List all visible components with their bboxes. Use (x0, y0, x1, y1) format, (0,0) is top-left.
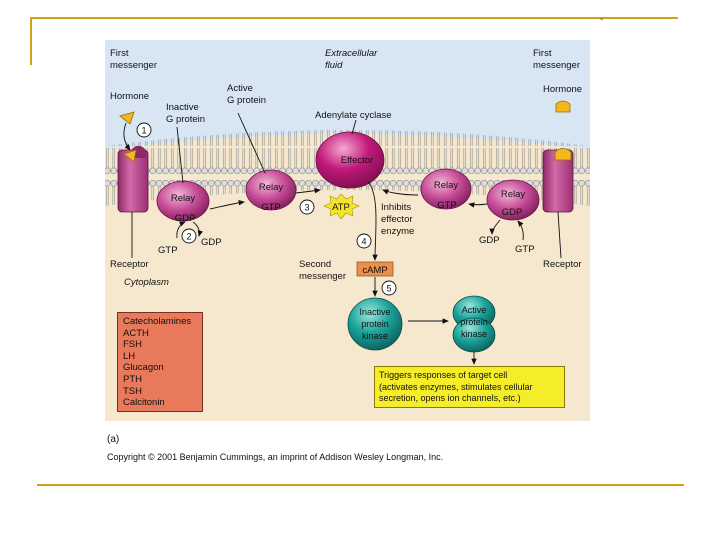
extracellular-line1: Extracellular (325, 48, 378, 59)
leader-adenylate (351, 119, 357, 135)
right-bound-hormone-icon (554, 148, 572, 161)
arrow-gtp-in-right (517, 220, 524, 241)
right-first-messenger-line1: First (533, 48, 552, 59)
camp-label: cAMP (362, 265, 387, 276)
inactive-kinase-line1: Inactive (359, 307, 390, 317)
gtp-on-relay-3: GTP (437, 200, 457, 211)
top-rule (30, 17, 678, 19)
hormone-item: FSH (123, 339, 142, 351)
effector-label: Effector (341, 155, 374, 166)
relay-label-4: Relay (501, 189, 526, 200)
triggers-line: Triggers responses of target cell (379, 370, 508, 380)
inhibits-line1: Inhibits (381, 202, 411, 213)
leader-active-g (237, 112, 266, 174)
gdp-on-relay-4: GDP (502, 207, 523, 218)
step-4-circle (356, 233, 372, 249)
inhibits-line2: effector (381, 214, 413, 225)
second-messenger-line2: messenger (299, 271, 346, 282)
active-g-line2: G protein (227, 95, 266, 106)
right-first-messenger-line2: messenger (533, 60, 580, 71)
extracellular-region (105, 40, 590, 150)
gtp-left-label: GTP (158, 245, 178, 256)
step-2-circle (181, 228, 197, 244)
extracellular-line2: fluid (325, 60, 343, 71)
hormone-item: PTH (123, 373, 142, 385)
receptor-right-label: Receptor (543, 259, 582, 270)
atp-burst (323, 193, 360, 220)
arrow-gdp-out-right (489, 219, 501, 235)
gdp-left-label: GDP (201, 237, 222, 248)
step-2-label: 2 (186, 232, 191, 242)
step-5-label: 5 (386, 284, 391, 294)
inactive-g-line1: Inactive (166, 102, 199, 113)
step-4-label: 4 (361, 237, 366, 247)
atp-label: ATP (332, 202, 350, 213)
adenylate-cyclase-label: Adenylate cyclase (315, 110, 392, 121)
inactive-kinase-line2: protein (361, 319, 389, 329)
hormone-item: TSH (123, 385, 142, 397)
active-kinase-line1: Active (462, 305, 487, 315)
hormone-item: Calcitonin (123, 397, 165, 409)
arrow-inhibit (382, 189, 419, 196)
panel-label: (a) (107, 434, 120, 445)
step-5-circle (381, 280, 397, 296)
triggers-line: (activates enzymes, stimulates cellular (379, 381, 533, 392)
hormone-item: LH (123, 350, 136, 362)
hormone-item: Catecholamines (123, 316, 192, 327)
leader-receptor-right (557, 211, 562, 259)
arrow-relay-to-active (209, 199, 245, 210)
arrow-hormone-bind (123, 122, 131, 151)
relay-inactive-right (486, 179, 540, 221)
left-first-messenger-line1: First (110, 48, 129, 59)
second-messenger-line1: Second (299, 259, 331, 270)
relay-active-right (420, 168, 472, 210)
relay-label-1: Relay (171, 193, 196, 204)
arrow-relay-right (468, 202, 488, 208)
hormone-list-box: Catecholamines ACTH FSH LH Glucagon PTH … (117, 312, 203, 412)
inactive-protein-kinase (347, 297, 403, 351)
gtp-on-relay-2: GTP (261, 202, 281, 213)
relay-label-3: Relay (434, 180, 459, 191)
right-hormone-label: Hormone (543, 84, 582, 95)
gdp-on-relay-1: GDP (175, 213, 196, 224)
bottom-rule (37, 484, 684, 486)
arrow-gtp-in-left (176, 221, 186, 239)
active-kinase-line2: protein (460, 317, 488, 327)
relay-label-2: Relay (259, 182, 284, 193)
active-g-line1: Active (227, 83, 253, 94)
corner-mark: - (600, 14, 604, 25)
inactive-g-line2: G protein (166, 114, 205, 125)
step-1-circle (136, 122, 152, 138)
left-hormone-icon (119, 111, 135, 125)
triggers-response-box: Triggers responses of target cell (activ… (374, 366, 565, 408)
active-kinase-line3: kinase (461, 329, 487, 339)
gdp-right-label: GDP (479, 235, 500, 246)
step-3-circle (299, 199, 315, 215)
leader-inactive-g (176, 126, 184, 184)
left-first-messenger-line2: messenger (110, 60, 157, 71)
receptor-left-label: Receptor (110, 259, 149, 270)
step-3-label: 3 (304, 203, 309, 213)
camp-box (356, 261, 394, 277)
relay-active-left (245, 169, 297, 211)
right-hormone-icon (555, 100, 571, 113)
inhibits-line3: enzyme (381, 226, 414, 237)
arrow-gdp-out-left (192, 221, 203, 237)
step-1-label: 1 (141, 126, 146, 136)
left-bound-hormone-icon (123, 149, 137, 163)
hormone-item: Glucagon (123, 362, 164, 374)
arrow-effector-to-camp (367, 181, 378, 261)
left-hormone-label: Hormone (110, 91, 149, 102)
left-rule (30, 17, 32, 65)
effector-enzyme (315, 131, 385, 189)
gtp-right-label: GTP (515, 244, 535, 255)
copyright-text: Copyright © 2001 Benjamin Cummings, an i… (107, 452, 444, 462)
cytoplasm-label: Cytoplasm (124, 277, 169, 288)
hormone-item: ACTH (123, 327, 149, 339)
arrow-active-to-effector (295, 187, 321, 194)
inactive-kinase-line3: kinase (362, 331, 388, 341)
triggers-line: secretion, opens ion channels, etc.) (379, 393, 521, 403)
